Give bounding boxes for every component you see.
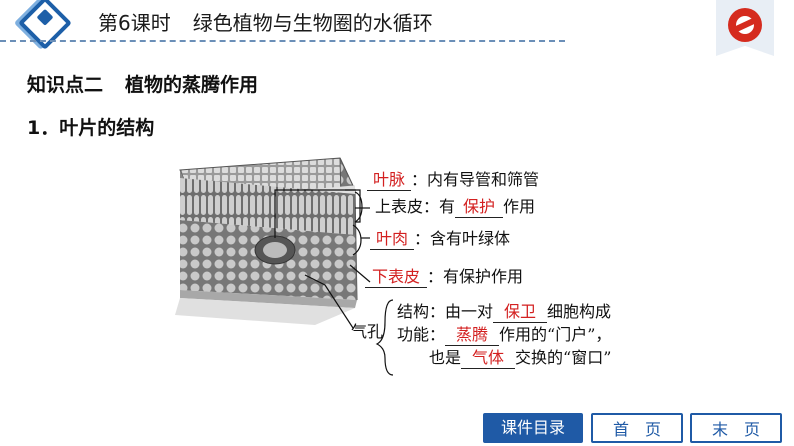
- diamond-logo-icon: [18, 0, 72, 50]
- lesson-number: 第6课时: [98, 11, 171, 35]
- page-header: 第6课时绿色植物与生物圈的水循环: [0, 0, 794, 56]
- label-mesophyll: 叶肉：含有叶绿体: [370, 225, 510, 250]
- label-upper-epidermis: 上表皮：有保护作用: [375, 193, 535, 218]
- answer-mesophyll: 叶肉: [370, 225, 414, 250]
- label-stoma-function: 功能：蒸腾作用的“门户”，: [397, 321, 611, 346]
- label-stoma-exchange: 也是气体交换的“窗口”: [429, 344, 611, 369]
- label-stoma: 气孔: [351, 322, 384, 341]
- header-title: 第6课时绿色植物与生物圈的水循环: [98, 7, 433, 36]
- first-page-button[interactable]: 首 页: [591, 413, 683, 443]
- answer-vein: 叶脉: [367, 166, 411, 191]
- label-lower-epidermis: 下表皮：有保护作用: [365, 263, 523, 288]
- section-label: 知识点二: [27, 74, 104, 96]
- answer-upper-epidermis: 保护: [455, 193, 504, 218]
- section-title: 植物的蒸腾作用: [125, 74, 259, 96]
- answer-stoma-exchange: 气体: [461, 344, 516, 369]
- lesson-title: 绿色植物与生物圈的水循环: [192, 11, 433, 35]
- label-vein: 叶脉：内有导管和筛管: [367, 166, 539, 191]
- section-heading: 知识点二植物的蒸腾作用: [27, 70, 258, 97]
- answer-stoma-structure: 保卫: [493, 298, 548, 323]
- last-page-button[interactable]: 末 页: [690, 413, 782, 443]
- answer-stoma-function: 蒸腾: [445, 321, 500, 346]
- publisher-logo-icon: [716, 0, 774, 56]
- header-divider: [0, 40, 565, 42]
- sub-heading: 1．叶片的结构: [27, 117, 155, 139]
- leaf-cross-section-illustration: [175, 157, 394, 376]
- course-catalog-button[interactable]: 课件目录: [483, 413, 583, 443]
- leaf-structure-figure: 叶脉：内有导管和筛管 上表皮：有保护作用 叶肉：含有叶绿体 下表皮：有保护作用 …: [165, 150, 615, 380]
- label-stoma-structure: 结构：由一对保卫细胞构成: [397, 298, 611, 323]
- answer-lower-epidermis: 下表皮: [365, 263, 427, 288]
